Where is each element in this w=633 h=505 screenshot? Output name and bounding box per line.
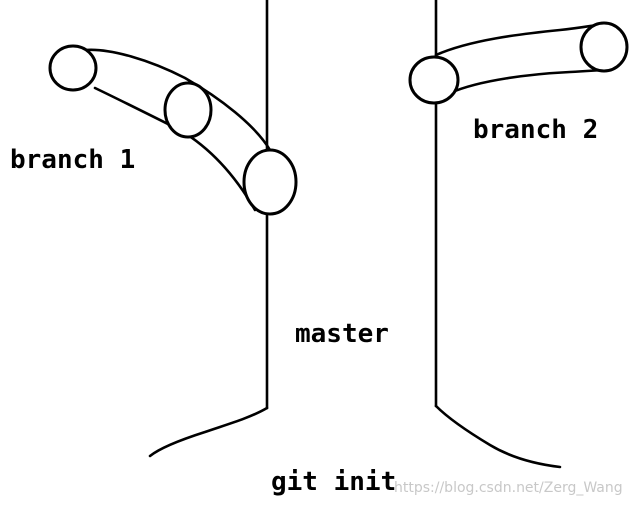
branch2-commit-2 xyxy=(579,21,629,73)
branch2-label: branch 2 xyxy=(473,115,598,145)
branch1-label: branch 1 xyxy=(10,145,135,175)
git-init-label: git init xyxy=(271,467,396,497)
base-curve-right xyxy=(434,404,562,469)
base-curve-left xyxy=(148,406,269,458)
branch2-lower-edge xyxy=(448,68,607,95)
branch1-commit-1 xyxy=(48,44,98,92)
master-label: master xyxy=(295,319,389,349)
branch2-upper-edge xyxy=(434,22,607,57)
watermark-text: https://blog.csdn.net/Zerg_Wang xyxy=(394,480,623,496)
branch1-upper-edge xyxy=(83,48,272,152)
branch2-commit-1 xyxy=(408,55,460,105)
branch1-commit-3 xyxy=(242,148,298,216)
branch1-commit-2 xyxy=(163,81,213,139)
